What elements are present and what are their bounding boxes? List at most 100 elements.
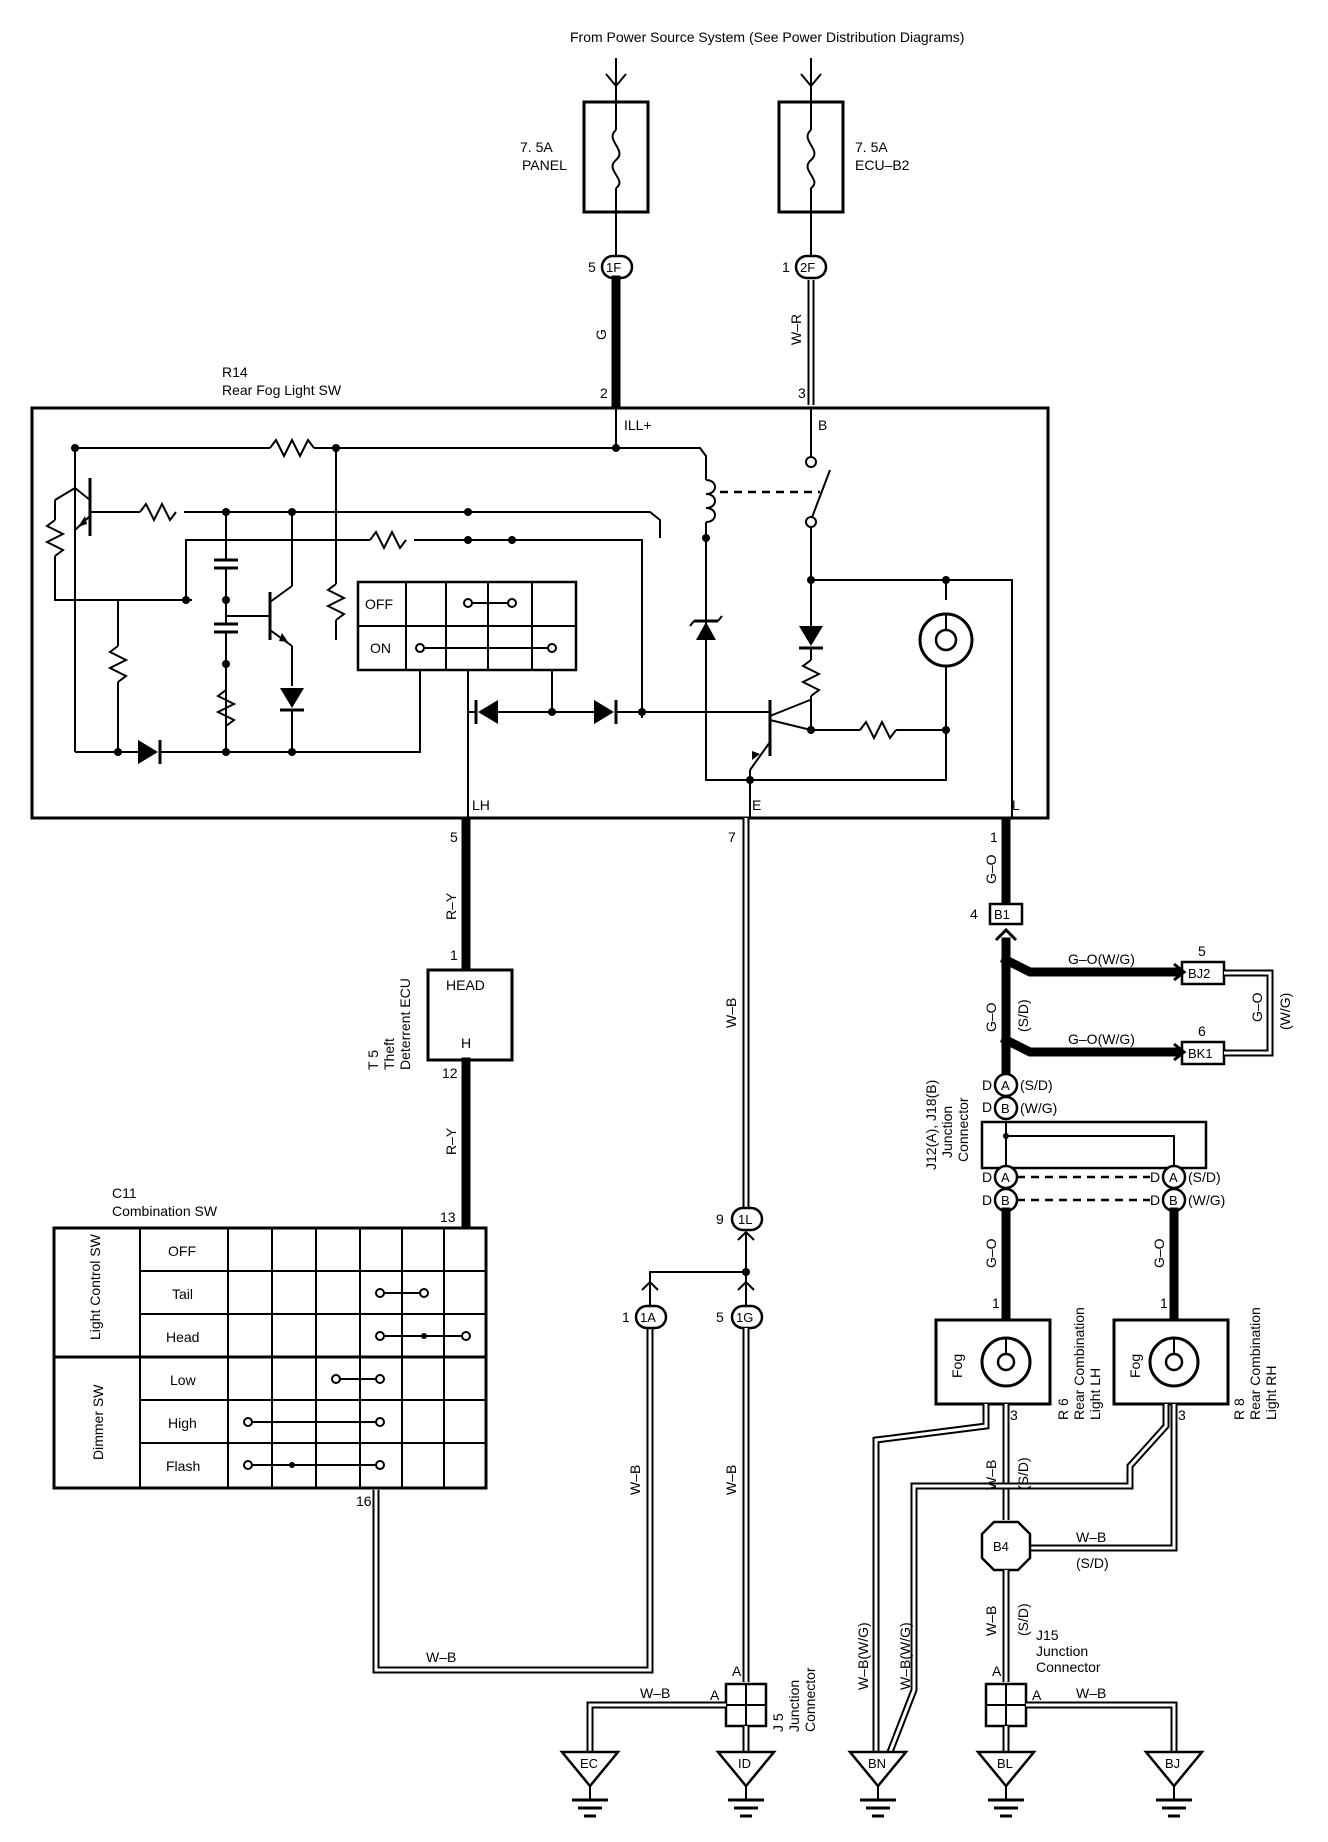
c11-row-flash: Flash (166, 1458, 200, 1474)
j15-pin-top: A (992, 1663, 1002, 1679)
c11-name: Combination SW (112, 1203, 218, 1219)
j15-pin-a: A (1032, 1687, 1042, 1703)
c11-code: C11 (112, 1185, 137, 1201)
connector-1g: 1G (730, 1304, 764, 1330)
fuse-panel-name: PANEL (522, 157, 567, 173)
svg-text:B4: B4 (993, 1539, 1009, 1554)
t5-name-1: Theft (381, 1038, 397, 1070)
j5-pin-top: A (732, 1663, 742, 1679)
terminal-b: B (818, 417, 827, 433)
t5-term-h: H (461, 1035, 471, 1051)
c11-row-low: Low (170, 1372, 197, 1388)
ground-bj-label: BJ (1165, 1756, 1180, 1771)
wire-w-g-loop: (W/G) (1277, 993, 1293, 1030)
ground-bj (1143, 1750, 1205, 1818)
connector-bk1: BK1 (1173, 1040, 1226, 1066)
wire-s-d-lh: (S/D) (1015, 1457, 1031, 1490)
wire-w-b-wg-1: W–B(W/G) (855, 1622, 871, 1690)
wire-g-o-wg-bk1: G–O(W/G) (1068, 1031, 1135, 1047)
j12-pin-d-2: D (982, 1099, 992, 1115)
r14-name: Rear Fog Light SW (222, 382, 342, 398)
c11-pin-top: 13 (440, 1209, 456, 1225)
wire-w-b-1g: W–B (723, 1465, 739, 1495)
j12-tag-a-top: A (993, 1072, 1019, 1098)
junction-connector-j5 (724, 1682, 768, 1728)
ground-id (715, 1750, 777, 1818)
ground-bn (847, 1750, 909, 1818)
connector-1l-pin: 9 (716, 1211, 724, 1227)
rh-name-1: Rear Combination (1247, 1307, 1263, 1420)
ground-bl-label: BL (997, 1756, 1013, 1771)
mode-off-label: OFF (365, 596, 393, 612)
c11-pin-bottom: 16 (356, 1493, 372, 1509)
j12-code: J12(A), J18(B) (923, 1080, 939, 1170)
t5-term-head: HEAD (446, 977, 485, 993)
connector-b1: B1 (988, 902, 1024, 942)
connector-2f: 2F (794, 254, 828, 280)
c11-row-high: High (168, 1415, 197, 1431)
wire-w-b-wg-2: W–B(W/G) (897, 1622, 913, 1690)
connector-b4: B4 (980, 1520, 1032, 1572)
wire-w-r-label: W–R (788, 314, 804, 345)
j12-pin-d-3: D (982, 1169, 992, 1185)
wire-w-b-e: W–B (723, 998, 739, 1028)
combination-switch-table (52, 1226, 488, 1490)
j15-name-2: Connector (1036, 1659, 1101, 1675)
wire-w-b-j15: W–B (1076, 1685, 1106, 1701)
connector-2f-pin: 1 (782, 259, 790, 275)
wire-g-o-wg-bj2: G–O(W/G) (1068, 951, 1135, 967)
j5-code: J 5 (770, 1713, 786, 1732)
connector-1a-pin: 1 (622, 1309, 630, 1325)
c11-group-light-control: Light Control SW (87, 1233, 103, 1340)
t5-pin-top: 1 (450, 947, 458, 963)
wire-w-b-b4: W–B (983, 1606, 999, 1636)
j15-name-1: Junction (1036, 1643, 1088, 1659)
svg-text:A: A (1169, 1170, 1178, 1185)
j12-name-1: Junction (939, 1106, 955, 1158)
terminal-l: L (1012, 797, 1020, 813)
svg-text:A: A (1001, 1170, 1010, 1185)
connector-1f: 1F (600, 254, 634, 280)
svg-text:BJ2: BJ2 (1188, 966, 1210, 981)
svg-text:1G: 1G (736, 1310, 753, 1325)
terminal-lh: LH (472, 797, 490, 813)
j12-tag-b-rh-wg: (W/G) (1188, 1192, 1225, 1208)
terminal-ill: ILL+ (624, 417, 652, 433)
svg-text:B1: B1 (994, 907, 1010, 922)
svg-text:B: B (1001, 1101, 1010, 1116)
pin-lh: 5 (450, 829, 458, 845)
source-arrow-right (800, 58, 822, 102)
wire-s-d-b4: (S/D) (1015, 1603, 1031, 1636)
j15-code: J15 (1036, 1627, 1059, 1643)
rh-fog-label: Fog (1127, 1354, 1143, 1378)
lh-code: R 6 (1055, 1398, 1071, 1420)
terminal-e: E (752, 797, 761, 813)
c11-row-tail: Tail (172, 1286, 193, 1302)
fuse-ecu-b2 (777, 100, 845, 214)
svg-text:B: B (1169, 1193, 1178, 1208)
rh-pin-bottom: 3 (1178, 1407, 1186, 1423)
wire-g-o-l: G–O (983, 854, 999, 884)
j12-tag-b-top: B (993, 1095, 1019, 1121)
svg-text:1F: 1F (606, 260, 621, 275)
fuse-ecu-b2-rating: 7. 5A (855, 139, 888, 155)
j12-pin-d-1: D (982, 1077, 992, 1093)
wire-w-b-lh: W–B (983, 1460, 999, 1490)
ground-ec-label: EC (580, 1756, 598, 1771)
wire-w-b-j5: W–B (640, 1685, 670, 1701)
lh-pin-top: 1 (992, 1295, 1000, 1311)
ground-ec (559, 1750, 621, 1818)
j12-name-2: Connector (955, 1097, 971, 1162)
c11-row-off: OFF (168, 1243, 196, 1259)
wire-r-y-label-2: R–Y (443, 1127, 459, 1155)
ground-bl (975, 1750, 1037, 1818)
t5-name-2: Deterrent ECU (397, 978, 413, 1070)
mode-on-label: ON (370, 640, 391, 656)
j12-pin-d-4: D (982, 1192, 992, 1208)
j12-tag-a-rh: A (1161, 1164, 1187, 1190)
r14-pin-b: 3 (798, 385, 806, 401)
j5-name-1: Junction (786, 1680, 802, 1732)
wire-s-d-rh: (S/D) (1076, 1555, 1109, 1571)
wire-g-o-loop: G–O (1249, 992, 1265, 1022)
